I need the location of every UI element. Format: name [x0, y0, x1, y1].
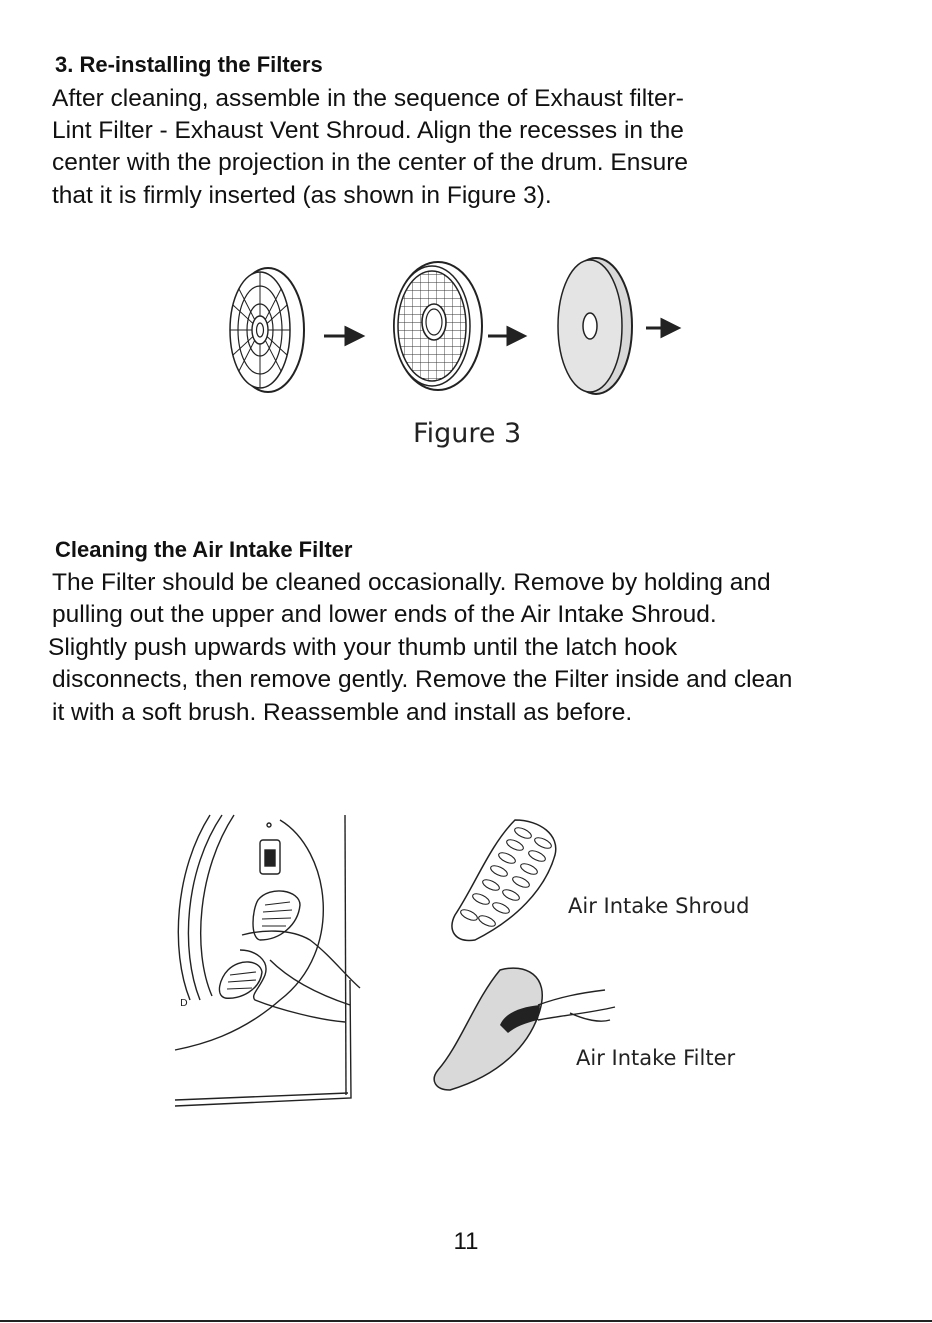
- paragraph-line: that it is firmly inserted (as shown in …: [52, 182, 552, 209]
- paragraph-line: Lint Filter - Exhaust Vent Shroud. Align…: [52, 117, 684, 144]
- paragraph-line: pulling out the upper and lower ends of …: [52, 601, 717, 628]
- section-heading-reinstalling: 3. Re-installing the Filters: [55, 52, 323, 77]
- footer-divider: [0, 1320, 932, 1322]
- lint-filter-icon: [393, 261, 483, 391]
- paragraph-line: it with a soft brush. Reassemble and ins…: [52, 699, 633, 726]
- exhaust-filter-icon: [229, 267, 305, 393]
- dryer-front-with-hand-illustration: D: [174, 814, 361, 1107]
- figure-3-illustration: [229, 257, 682, 395]
- arrow-right-icon: [646, 317, 682, 339]
- paragraph-line: Slightly push upwards with your thumb un…: [48, 634, 678, 661]
- exhaust-vent-shroud-icon: [557, 257, 633, 395]
- arrow-right-icon: [324, 325, 366, 347]
- label-air-intake-shroud: Air Intake Shroud: [568, 894, 750, 918]
- label-air-intake-filter: Air Intake Filter: [576, 1046, 736, 1070]
- air-intake-shroud-illustration: [451, 819, 557, 942]
- air-intake-filter-illustration: [433, 967, 616, 1091]
- paragraph-line: center with the projection in the center…: [52, 149, 688, 176]
- arrow-right-icon: [488, 325, 528, 347]
- section-heading-cleaning: Cleaning the Air Intake Filter: [55, 537, 353, 562]
- paragraph-line: The Filter should be cleaned occasionall…: [52, 569, 771, 596]
- paragraph-line: disconnects, then remove gently. Remove …: [52, 666, 793, 693]
- brush-icon: [500, 989, 616, 1033]
- svg-text:D: D: [180, 998, 188, 1009]
- page-number: 11: [453, 1228, 479, 1255]
- paragraph-line: After cleaning, assemble in the sequence…: [52, 85, 684, 112]
- hand-icon: [239, 930, 361, 1023]
- figure-caption: Figure 3: [413, 418, 522, 449]
